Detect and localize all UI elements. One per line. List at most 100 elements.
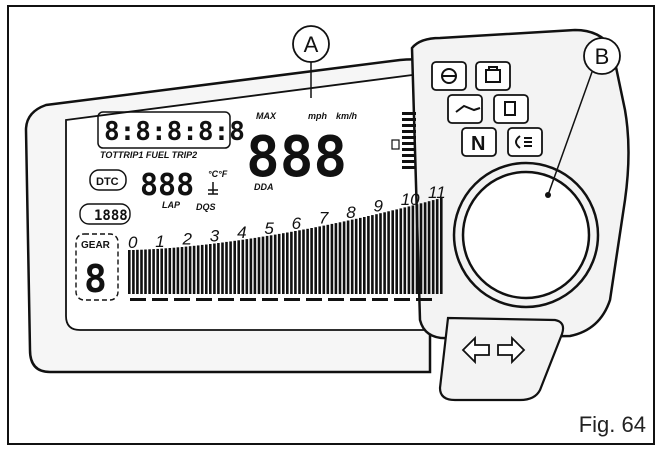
rpm-bar-segment xyxy=(128,250,131,294)
warning-box-5 xyxy=(461,127,497,157)
rpm-bar-segment xyxy=(168,248,172,294)
rpm-bar-segment xyxy=(257,237,261,294)
temp-digits: 888 xyxy=(140,168,194,203)
callout-b-circle xyxy=(583,37,621,75)
rpm-bar-segment xyxy=(395,209,398,294)
rpm-bar-segment xyxy=(265,235,269,294)
rpm-bar-segment xyxy=(367,216,370,294)
rpm-bar-segment xyxy=(322,225,326,294)
callout-a-label: A xyxy=(304,32,319,57)
rpm-bar-segment xyxy=(249,238,253,294)
engine-check-icon xyxy=(485,66,501,83)
rpm-dash xyxy=(196,298,212,301)
rpm-bar-segment xyxy=(399,208,403,294)
rpm-bar-segment xyxy=(294,231,297,294)
rpm-bar-segment xyxy=(290,231,293,294)
rpm-tick-2: 2 xyxy=(182,230,193,249)
rpm-bar-segment xyxy=(302,229,305,294)
rpm-bar-segment xyxy=(152,249,155,294)
rpm-bar-segment xyxy=(427,201,431,294)
unit-mph: mph xyxy=(308,111,328,121)
gear-digit: 8 xyxy=(84,257,107,301)
rpm-bar-segment xyxy=(209,244,212,294)
rpm-bar-segment xyxy=(310,228,313,294)
rpm-bar-segment xyxy=(440,198,443,294)
rpm-tick-11: 11 xyxy=(428,183,446,202)
rpm-bar-segment xyxy=(314,227,317,294)
rpm-bar-segment xyxy=(192,245,196,294)
rpm-bar-segment xyxy=(188,246,192,294)
rpm-bar-segment xyxy=(318,226,321,294)
rpm-bar-segment xyxy=(132,250,135,294)
dda-label: DDA xyxy=(254,182,274,192)
rpm-bar-segment xyxy=(282,233,285,294)
rpm-bar-segment xyxy=(342,221,346,294)
rpm-tick-0: 0 xyxy=(128,233,138,252)
unit-kmh: km/h xyxy=(336,111,358,121)
rpm-bar-segment xyxy=(419,203,423,294)
rpm-bar-graph xyxy=(128,198,443,294)
rpm-bar-segment xyxy=(363,217,366,294)
rpm-tick-9: 9 xyxy=(374,197,384,216)
rpm-bar-segment xyxy=(237,240,240,294)
rpm-bar-segment xyxy=(354,218,358,294)
rpm-dash xyxy=(240,298,256,301)
rpm-bar-segment xyxy=(346,220,350,294)
rpm-bar-segment xyxy=(156,248,159,294)
rpm-dash xyxy=(350,298,366,301)
callout-b-label: B xyxy=(595,44,610,69)
rpm-tick-3: 3 xyxy=(210,227,220,246)
rpm-bar-segment xyxy=(205,244,208,294)
dqs-label: DQS xyxy=(196,202,216,212)
warning-box-3 xyxy=(447,94,483,124)
callout-b-line xyxy=(547,71,593,196)
rpm-bar-segment xyxy=(334,223,338,294)
figure-border xyxy=(7,5,655,445)
rpm-dash xyxy=(328,298,344,301)
rpm-bar-segment xyxy=(326,224,330,294)
rpm-dash xyxy=(306,298,322,301)
rpm-dash xyxy=(394,298,410,301)
rpm-bar-segment xyxy=(233,240,236,294)
gear-label: GEAR xyxy=(81,240,111,251)
rpm-bar-segment xyxy=(225,241,228,294)
rpm-bar-segment xyxy=(338,222,342,294)
rpm-bar-segment xyxy=(245,239,249,294)
rpm-bar-segment xyxy=(221,242,224,294)
rpm-bar-segment xyxy=(375,214,378,294)
rpm-dash xyxy=(130,298,146,301)
rpm-bar-segment xyxy=(286,232,289,294)
speed-digits: 888 xyxy=(246,125,347,190)
rpm-tick-6: 6 xyxy=(292,214,302,233)
rpm-dash xyxy=(416,298,432,301)
rpm-dash xyxy=(284,298,300,301)
rpm-bar-segment xyxy=(213,243,216,294)
rpm-baseline-dashes xyxy=(130,298,432,301)
coolant-icon xyxy=(208,182,218,195)
rpm-bar-segment xyxy=(176,247,180,294)
fuel-bar-graph xyxy=(402,112,416,169)
rpm-bar-segment xyxy=(403,207,407,294)
rpm-bar-segment xyxy=(359,217,362,294)
rpm-bar-segment xyxy=(306,228,309,294)
warning-box-4 xyxy=(493,94,529,124)
rpm-dash xyxy=(152,298,168,301)
rpm-bar-segment xyxy=(391,210,394,294)
turn-left-icon xyxy=(461,335,490,365)
rpm-bar-segment xyxy=(180,247,184,294)
fuel-pump-icon xyxy=(391,139,400,150)
rpm-bar-segment xyxy=(431,200,435,294)
rpm-tick-7: 7 xyxy=(319,209,329,228)
rpm-tick-5: 5 xyxy=(264,219,274,238)
round-dial-window xyxy=(461,170,591,300)
rpm-dash xyxy=(372,298,388,301)
rpm-bar-segment xyxy=(269,235,273,294)
gear-frame xyxy=(75,233,119,301)
rpm-bar-segment xyxy=(261,236,265,294)
rpm-bar-segment xyxy=(387,211,390,294)
rpm-bar-segment xyxy=(164,248,168,294)
dtc-label: DTC xyxy=(96,176,119,188)
rpm-bar-segment xyxy=(184,246,188,294)
